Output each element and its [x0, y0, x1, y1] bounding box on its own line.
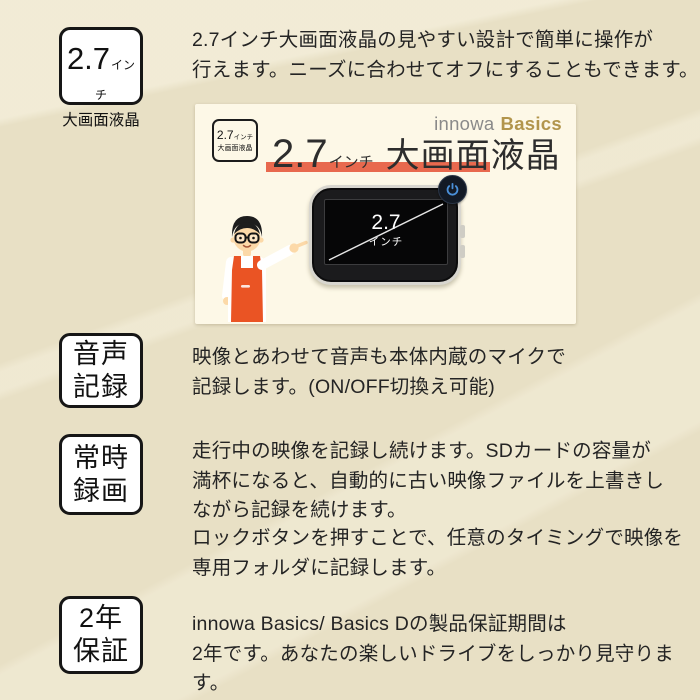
device-side-button [460, 225, 465, 238]
power-button [438, 175, 467, 204]
headline-text: 2.7 インチ 大画面液晶 [272, 128, 561, 177]
feature-text-continuous-1: 走行中の映像を記録し続けます。SDカードの容量が 満杯になると、自動的に古い映像… [192, 440, 665, 521]
badge-lcd-label: 大画面液晶 [62, 112, 140, 129]
dashcam-device: 2.7 インチ [309, 175, 467, 285]
screen-size-label: 2.7 インチ [325, 212, 447, 249]
power-icon [446, 182, 459, 196]
headline-unit: インチ [328, 154, 374, 171]
badge-lcd-size: 2.7インチ [62, 41, 140, 110]
brand-series: Basics [500, 113, 562, 134]
badge-continuous-line2: 録画 [73, 475, 129, 506]
card-headline: 2.7 インチ 大画面液晶 [195, 128, 576, 176]
feature-text-audio: 映像とあわせて音声も本体内蔵のマイクで 記録します。(ON/OFF切換え可能) [192, 346, 566, 398]
feature-badge-warranty: 2年 保証 [59, 596, 143, 674]
mini-badge-unit: インチ [233, 134, 254, 141]
headline-underline [266, 162, 490, 172]
device-side-button [460, 245, 465, 258]
presenter-illustration [222, 216, 308, 322]
badge-warranty-line2: 保証 [73, 636, 129, 666]
feature-text-continuous-2: ロックボタンを押すことで、任意のタイミングで映像を 専用フォルダに記録します。 [192, 527, 684, 579]
mini-badge-size: 2.7インチ [217, 128, 253, 144]
headline-num: 2.7 [272, 132, 328, 176]
dashcam-screen: 2.7 インチ [324, 199, 448, 265]
brand-name: innowa [434, 113, 495, 134]
screen-size-num: 2.7 [371, 211, 401, 234]
badge-audio-line2: 記録 [73, 371, 129, 402]
badge-lcd-unit: インチ [94, 58, 136, 102]
badge-continuous-line1: 常時 [73, 442, 129, 473]
feature-badge-audio: 音声 記録 [59, 333, 143, 408]
mini-badge-label: 大画面液晶 [217, 145, 253, 152]
headline-rest: 大画面液晶 [385, 137, 561, 175]
badge-audio-line1: 音声 [73, 338, 129, 369]
mini-badge-num: 2.7 [216, 128, 234, 142]
feature-badge-continuous: 常時 録画 [59, 434, 143, 515]
mini-badge-lcd: 2.7インチ 大画面液晶 [212, 119, 258, 162]
feature-text-warranty: innowa Basics/ Basics Dの製品保証期間は 2年です。あなた… [192, 613, 674, 694]
screen-diagonal-line [328, 203, 444, 261]
screen-size-unit: インチ [368, 236, 404, 248]
feature-badge-lcd: 2.7インチ 大画面液晶 [59, 27, 143, 129]
badge-lcd-num: 2.7 [66, 41, 111, 76]
feature-text-lcd: 2.7インチ大画面液晶の見やすい設計で簡単に操作が 行えます。ニーズに合わせてオ… [192, 29, 699, 81]
badge-warranty-line1: 2年 [78, 603, 124, 633]
